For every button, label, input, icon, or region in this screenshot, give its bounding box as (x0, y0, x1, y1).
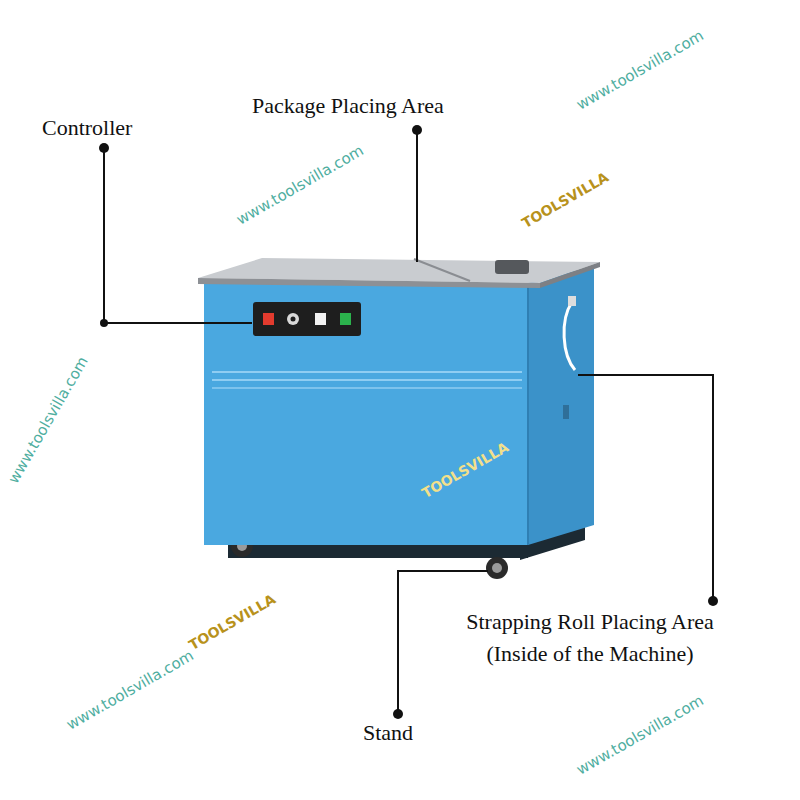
leader-dot (393, 709, 403, 719)
strap-cable (564, 302, 575, 370)
part-label: Controller (42, 115, 132, 141)
leader-dot (708, 596, 718, 606)
strap-slot (414, 259, 470, 281)
wheel (486, 557, 508, 579)
machine-side (528, 266, 594, 545)
top-plate-edge (198, 278, 540, 288)
leader-line (578, 375, 713, 598)
watermark: www.toolsvilla.com (573, 691, 707, 778)
dial (287, 313, 299, 325)
white-button (315, 313, 326, 325)
machine-edge (527, 283, 529, 545)
watermark: www.toolsvilla.com (63, 646, 197, 733)
leader-line (398, 571, 488, 711)
watermark-logo: TOOLSVILLA (419, 439, 511, 501)
cable-clip (568, 296, 576, 306)
machine-front (204, 283, 528, 545)
front-line (212, 387, 522, 389)
front-line (212, 371, 522, 373)
watermark: www.toolsvilla.com (573, 26, 707, 113)
strap-head (495, 260, 529, 274)
control-panel (253, 302, 361, 336)
leader-line (104, 150, 252, 323)
dial-center (291, 317, 296, 322)
leader-dot (100, 319, 108, 327)
front-line (212, 379, 522, 381)
part-label: Stand (363, 720, 413, 746)
watermark-logo: TOOLSVILLA (186, 591, 278, 653)
leader-dot (412, 125, 422, 135)
leader-dot (99, 143, 109, 153)
side-latch (563, 405, 569, 419)
part-label: Package Placing Area (252, 93, 444, 119)
watermark: www.toolsvilla.com (233, 141, 367, 228)
leader-line (416, 132, 418, 262)
watermark-logo: TOOLSVILLA (519, 169, 611, 231)
green-button (340, 313, 351, 325)
top-plate-edge (540, 262, 600, 288)
watermark: www.toolsvilla.com (4, 353, 91, 487)
red-button (263, 313, 274, 325)
wheel-hub (492, 563, 502, 573)
part-label: Strapping Roll Placing Area (Inside of t… (440, 606, 740, 670)
